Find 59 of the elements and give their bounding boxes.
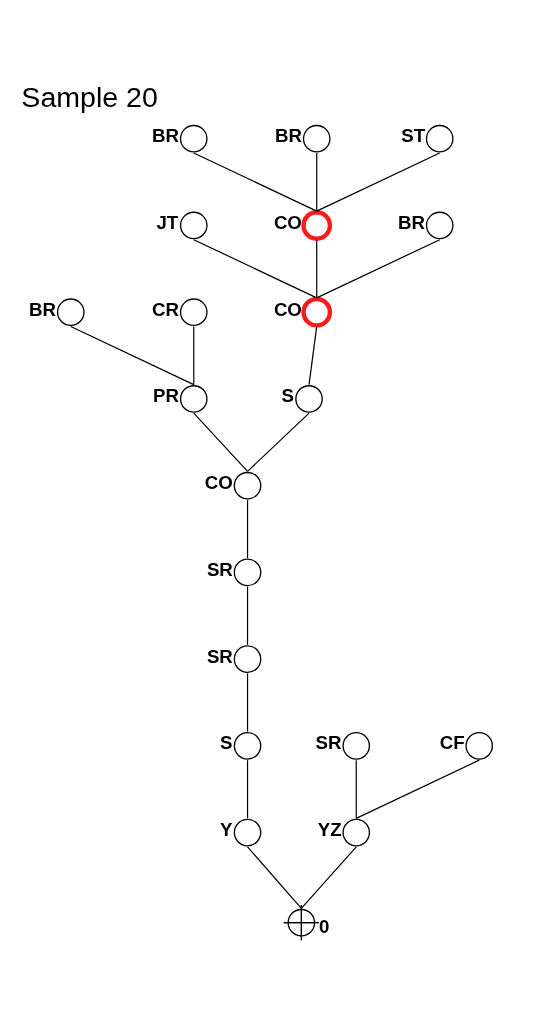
node-circle: [233, 471, 262, 499]
connector: [316, 151, 441, 212]
node-label: SR: [315, 731, 342, 753]
connector: [246, 759, 249, 819]
node-circle: [465, 731, 494, 760]
node-label: YZ: [317, 818, 342, 840]
node-circle: [179, 211, 208, 239]
node-label: ST: [401, 124, 426, 146]
connector: [193, 412, 249, 472]
diagram-title: Sample 20: [21, 80, 158, 113]
node-label: PR: [153, 384, 180, 406]
node-circle: [179, 297, 208, 326]
node-label: CO: [273, 298, 302, 320]
node-circle: [179, 384, 208, 413]
node-circle: [233, 818, 262, 846]
connector: [70, 325, 195, 385]
node-circle: [233, 644, 262, 673]
node-circle: [301, 296, 333, 328]
node-circle: [342, 818, 371, 846]
connector: [300, 845, 357, 909]
connector: [355, 759, 357, 819]
connector: [355, 759, 480, 819]
connector: [246, 412, 310, 472]
node-circle: [301, 209, 333, 241]
node-label: CR: [152, 298, 179, 320]
node-circle: [342, 731, 371, 760]
node-circle: [233, 558, 262, 586]
node-circle: [179, 124, 208, 152]
connector: [246, 585, 249, 645]
node-label: S: [281, 384, 295, 406]
connector: [193, 151, 318, 212]
node-label: SR: [206, 558, 233, 580]
connector: [308, 325, 318, 385]
connector: [193, 325, 195, 385]
node-label: BR: [275, 124, 302, 146]
node-circle: [425, 124, 454, 152]
connector: [316, 238, 318, 298]
node-label: S: [220, 731, 233, 753]
node-circle: [56, 297, 85, 326]
node-circle: [302, 124, 331, 152]
node-label: CO: [204, 471, 233, 493]
connector: [246, 845, 302, 909]
node-label: Y: [220, 818, 233, 840]
node-label: BR: [29, 298, 56, 320]
node-circle: [425, 211, 454, 239]
node-label: 0: [318, 915, 330, 937]
connector: [193, 238, 318, 298]
connector: [246, 498, 249, 559]
node-label: SR: [206, 645, 233, 667]
connector: [246, 672, 249, 732]
node-label: BR: [397, 211, 425, 233]
node-circle: [233, 731, 262, 760]
node-label: JT: [156, 211, 179, 233]
node-label: BR: [152, 124, 179, 146]
connector: [316, 238, 441, 298]
connector: [316, 151, 318, 212]
node-circle: [295, 384, 323, 413]
node-label: CO: [273, 211, 302, 233]
node-label: CF: [439, 731, 465, 753]
